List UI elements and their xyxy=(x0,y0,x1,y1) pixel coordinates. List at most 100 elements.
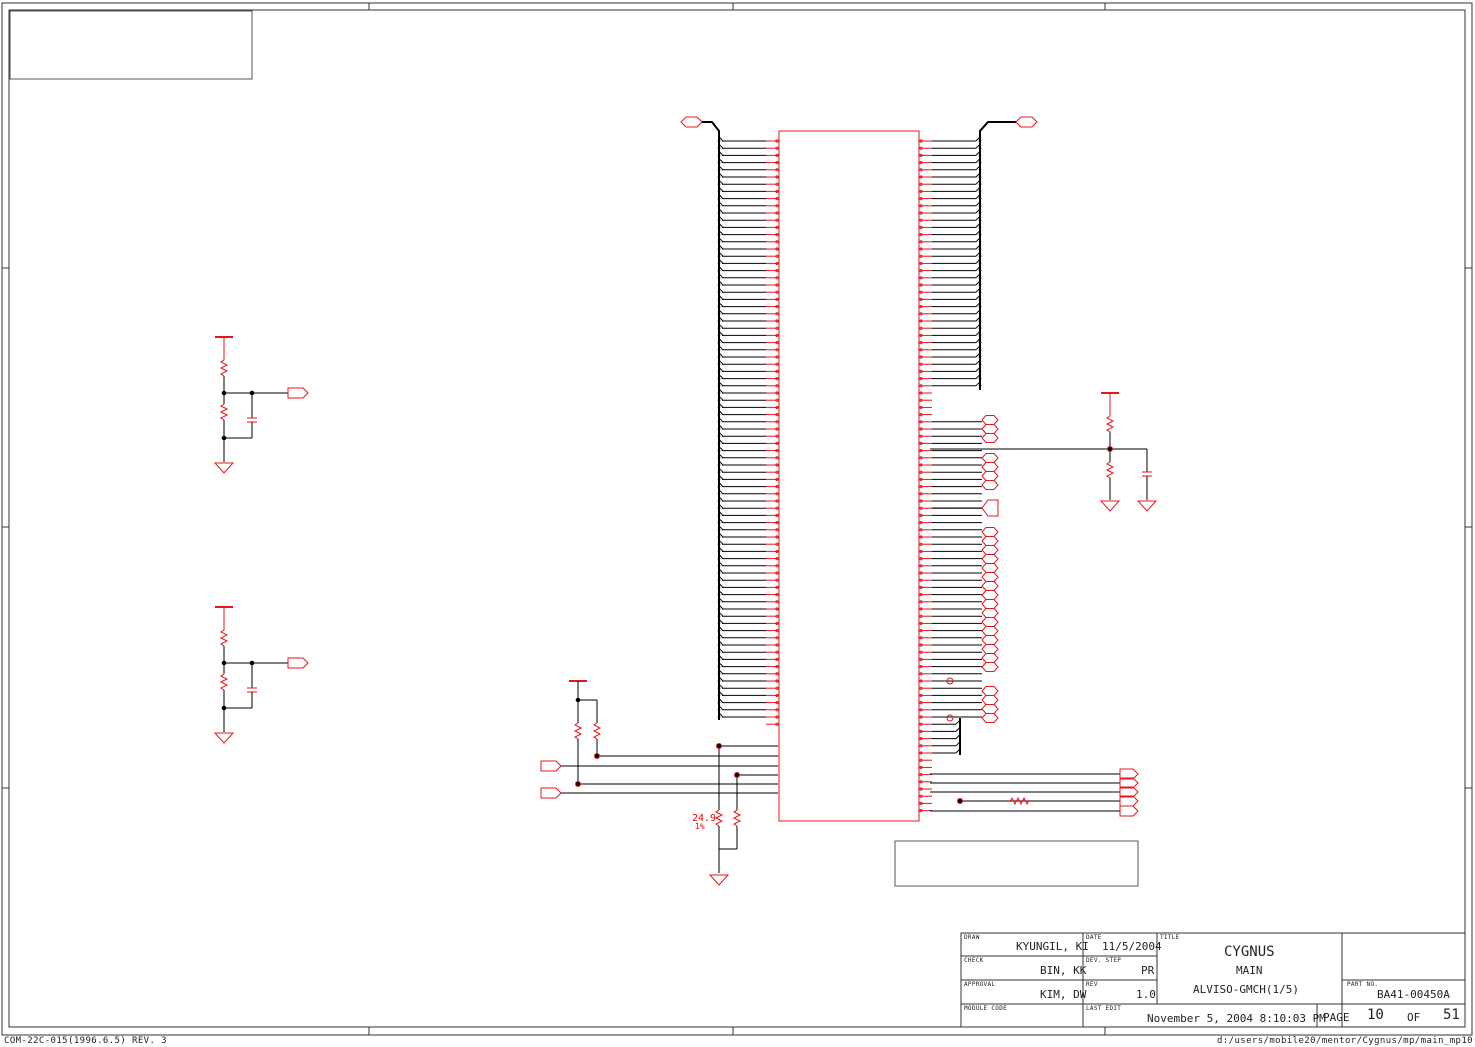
right-pin xyxy=(919,230,982,237)
port-connector xyxy=(981,480,999,490)
right-pin xyxy=(919,727,961,734)
right-pin xyxy=(919,765,932,770)
right-pin xyxy=(919,748,961,755)
left-pin xyxy=(717,525,779,532)
left-pin xyxy=(717,403,779,409)
resistor-value-label: 24.9 xyxy=(692,813,717,824)
right-pin xyxy=(919,367,982,373)
approval-name: KIM, DW xyxy=(1040,988,1087,1001)
note-box-bottom xyxy=(894,840,1139,887)
left-pin xyxy=(717,237,779,244)
left-pin xyxy=(717,453,779,460)
left-pin xyxy=(717,259,779,265)
sheet-inner-border xyxy=(8,9,1466,1028)
left-pin xyxy=(717,647,779,654)
divider-network-3 xyxy=(930,392,1158,512)
right-pin xyxy=(919,741,961,748)
left-pin xyxy=(717,460,779,467)
port-connector xyxy=(981,713,999,723)
right-pin xyxy=(919,215,982,222)
left-pin xyxy=(717,280,779,287)
title-line-2: MAIN xyxy=(1236,964,1263,977)
port-connector xyxy=(981,686,999,696)
right-pin xyxy=(919,715,982,719)
left-pin xyxy=(717,475,779,481)
right-pin xyxy=(919,556,982,561)
check-label: CHECK xyxy=(964,957,984,964)
left-pin xyxy=(717,302,779,309)
left-pin xyxy=(717,187,779,193)
left-pin xyxy=(717,215,779,222)
right-pin xyxy=(919,251,982,258)
left-pin xyxy=(717,554,779,561)
right-pin xyxy=(919,287,982,294)
right-pin xyxy=(919,273,982,280)
right-pin xyxy=(919,165,982,172)
port-connector xyxy=(981,453,999,463)
port-connector xyxy=(981,563,999,573)
right-pin xyxy=(919,374,982,381)
left-pin xyxy=(717,439,779,445)
left-pin xyxy=(717,489,779,496)
left-pin xyxy=(717,266,779,273)
right-pin xyxy=(919,244,982,251)
left-pin xyxy=(717,518,779,525)
ic-gmch-body xyxy=(778,130,920,822)
port-connector xyxy=(981,653,999,663)
left-pin xyxy=(717,676,779,683)
port-connector xyxy=(981,590,999,600)
right-pin xyxy=(919,801,932,806)
left-pin xyxy=(717,424,779,431)
right-pin xyxy=(919,787,932,791)
right-pin xyxy=(919,564,982,568)
left-pin xyxy=(717,244,779,251)
bus-line-left xyxy=(702,121,720,720)
title-block-frame xyxy=(960,932,1466,1028)
port-connector xyxy=(981,695,999,705)
right-pin xyxy=(919,636,982,640)
left-pin xyxy=(717,151,779,157)
right-pin xyxy=(919,734,961,741)
port-connector xyxy=(981,572,999,582)
of-label: OF xyxy=(1407,1011,1421,1024)
port-connector xyxy=(981,415,999,425)
right-pin xyxy=(919,535,982,539)
part-no-label: PART NO. xyxy=(1347,981,1379,988)
port-connector xyxy=(981,608,999,618)
file-path: d:/users/mobile20/mentor/Cygnus/mp/main_… xyxy=(1216,1036,1473,1046)
left-pin xyxy=(717,345,779,352)
right-pin xyxy=(919,657,982,662)
right-pin xyxy=(919,223,982,229)
rev-value: 1.0 xyxy=(1136,988,1156,1001)
check-name: BIN, KK xyxy=(1040,964,1087,977)
left-pin xyxy=(717,172,779,179)
right-pin xyxy=(919,172,982,179)
right-pin xyxy=(919,427,982,431)
left-pin xyxy=(717,374,779,381)
left-pin xyxy=(717,683,779,690)
right-pin xyxy=(919,302,982,309)
of-value: 51 xyxy=(1443,1007,1460,1023)
port-connector xyxy=(981,554,999,564)
right-pin xyxy=(919,477,982,481)
left-pin xyxy=(717,561,779,568)
resistor-tolerance-label: 1% xyxy=(695,822,705,831)
approval-label: APPROVAL xyxy=(964,981,996,988)
left-pin xyxy=(717,626,779,633)
left-pin xyxy=(717,323,779,330)
right-pin xyxy=(919,700,982,705)
left-pin xyxy=(717,410,779,417)
port-connector xyxy=(981,617,999,627)
right-pin xyxy=(919,316,982,323)
port-connector xyxy=(981,626,999,636)
rev-label: REV xyxy=(1086,981,1098,988)
right-pin xyxy=(919,323,982,330)
port-connector xyxy=(981,462,999,472)
right-pin xyxy=(919,331,982,337)
left-pin xyxy=(717,590,779,597)
right-pin xyxy=(919,607,982,611)
left-pin xyxy=(717,597,779,604)
left-pin xyxy=(717,287,779,294)
left-pin xyxy=(717,338,779,345)
right-pin xyxy=(919,345,982,352)
